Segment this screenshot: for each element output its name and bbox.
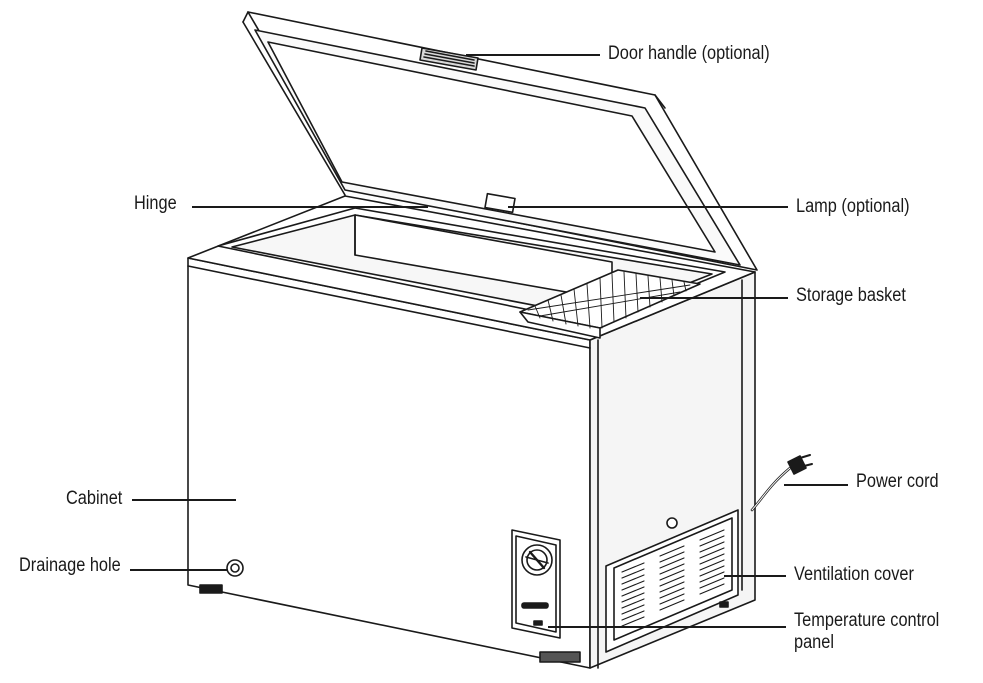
label-storage-basket: Storage basket — [796, 285, 906, 306]
label-temperature-control-panel: Temperature control panel — [794, 610, 939, 654]
label-power-cord: Power cord — [856, 471, 939, 492]
label-door-handle: Door handle (optional) — [608, 43, 770, 64]
label-ventilation-cover: Ventilation cover — [794, 564, 914, 585]
drainage-hole — [226, 559, 244, 577]
label-hinge: Hinge — [134, 193, 177, 214]
label-lamp: Lamp (optional) — [796, 196, 910, 217]
ventilation-cover — [605, 509, 739, 653]
temperature-control-panel — [511, 529, 561, 639]
storage-basket — [519, 269, 701, 339]
power-cord — [750, 454, 813, 512]
leader-lines — [130, 54, 848, 628]
freezer-lid — [242, 11, 758, 271]
label-temperature-control-panel-line2: panel — [794, 632, 834, 653]
lamp — [484, 192, 516, 214]
label-temperature-control-panel-line1: Temperature control — [794, 610, 940, 631]
label-cabinet: Cabinet — [66, 488, 123, 509]
label-drainage-hole: Drainage hole — [19, 555, 121, 576]
door-handle — [419, 47, 479, 71]
